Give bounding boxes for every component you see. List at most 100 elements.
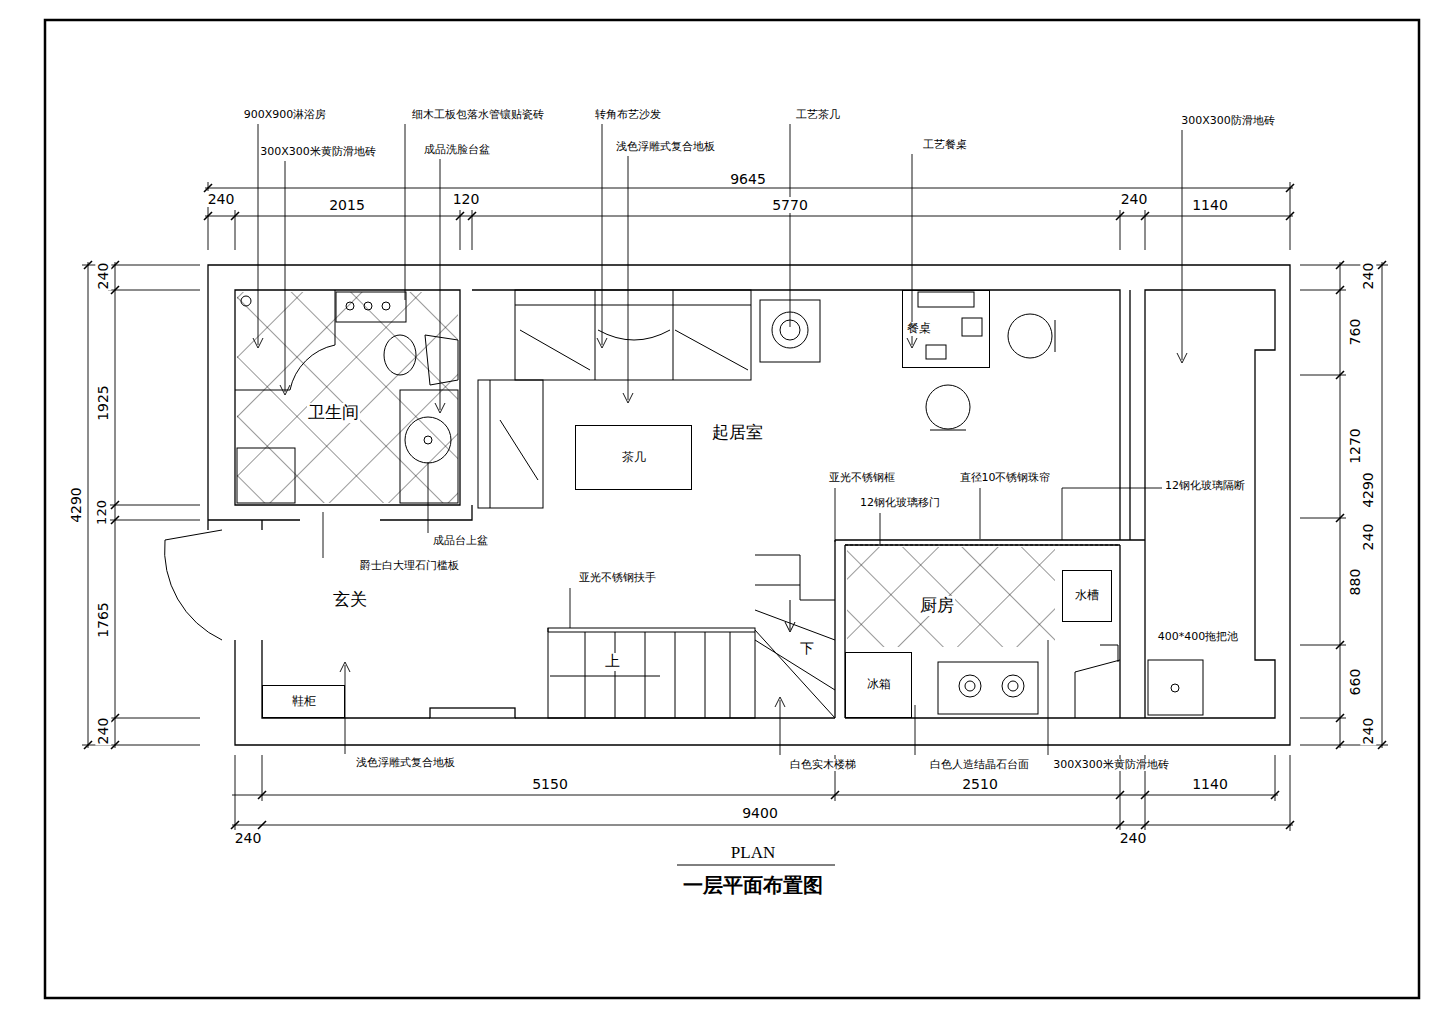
dimension-ticks (84, 184, 1386, 829)
dimension-text: 5770 (771, 197, 809, 213)
annotation-label: 直径10不锈钢珠帘 (959, 472, 1052, 485)
dimension-tick (258, 791, 266, 799)
dimension-tick (111, 516, 119, 524)
dimension-tick (1336, 261, 1344, 269)
dimension-text: 240 (1120, 191, 1149, 207)
walls (208, 265, 1290, 745)
furniture-label: 冰箱 (867, 678, 891, 691)
kitchen-fixtures (845, 545, 1120, 718)
fridge-box: 冰箱 (845, 652, 912, 718)
dimension-tick (1286, 184, 1294, 192)
dimension-text: 120 (95, 499, 110, 526)
stairs (548, 555, 835, 718)
mop-sink (1148, 660, 1203, 715)
dimension-tick (468, 212, 476, 220)
annotation-label: 爵士白大理石门槛板 (359, 560, 460, 573)
room-name: 厨房 (919, 596, 955, 616)
dimension-tick (1141, 821, 1149, 829)
annotation-label: 白色实木楼梯 (789, 759, 857, 772)
dimension-tick (111, 286, 119, 294)
dimension-tick (231, 821, 239, 829)
dimension-tick (111, 714, 119, 722)
entry-door (165, 530, 222, 640)
drawing-title: 一层平面布置图 (682, 874, 824, 897)
dimension-tick (1286, 212, 1294, 220)
table-box: 餐桌 (902, 290, 990, 368)
sheet-frame (45, 20, 1419, 998)
sink-box: 水槽 (1062, 570, 1112, 622)
mop-drain (1171, 684, 1179, 692)
dimension-tick (1336, 741, 1344, 749)
dimension-tick (456, 212, 464, 220)
annotation-label: 亚光不锈钢框 (828, 472, 896, 485)
room-name: 玄关 (332, 590, 368, 610)
dimension-text: 240 (234, 830, 263, 846)
annotation-label: 白色人造结晶石台面 (929, 759, 1030, 772)
dimension-text: 2510 (961, 776, 999, 792)
dimension-text: 1140 (1191, 197, 1229, 213)
dimension-tick (84, 261, 92, 269)
annotation-label: PLAN (730, 843, 776, 863)
annotation-label: 400*400拖把池 (1157, 631, 1240, 644)
dimension-text: 1925 (95, 384, 111, 422)
dimension-tick (1336, 641, 1344, 649)
annotation-label: 300X300米黄防滑地砖 (259, 146, 377, 159)
room-name: 起居室 (711, 423, 764, 443)
dimension-tick (111, 501, 119, 509)
shoe-cabinet-box: 鞋柜 (262, 685, 345, 718)
dimension-text: 240 (95, 717, 111, 746)
dimension-tick (831, 791, 839, 799)
room-name: 卫生间 (307, 403, 360, 423)
annotation-label: 浅色浮雕式复合地板 (615, 141, 716, 154)
furniture-label: 茶几 (622, 451, 646, 464)
annotation-label: 成品洗脸台盆 (423, 144, 491, 157)
annotation-label: 900X900淋浴房 (243, 109, 328, 122)
dimension-text: 2015 (328, 197, 366, 213)
dimension-tick (1336, 286, 1344, 294)
dimension-tick (231, 212, 239, 220)
dimension-text: 9400 (741, 805, 779, 821)
kitchen-tiles (847, 547, 1055, 647)
annotation-label: 工艺茶几 (795, 109, 841, 122)
dimension-text: 1765 (95, 601, 111, 639)
dimension-text: 240 (1360, 262, 1376, 291)
dimension-tick (1141, 791, 1149, 799)
dimension-tick (111, 741, 119, 749)
dimension-text: 240 (1119, 830, 1148, 846)
dimension-text: 9645 (729, 171, 767, 187)
annotation-label: 12钢化玻璃隔断 (1164, 480, 1246, 493)
annotation-label: 浅色浮雕式复合地板 (355, 757, 456, 770)
dimension-tick (1141, 212, 1149, 220)
annotation-label: 亚光不锈钢扶手 (578, 572, 657, 585)
dimension-tick (111, 261, 119, 269)
dimension-tick (1116, 821, 1124, 829)
dimension-tick (1116, 791, 1124, 799)
bath-fixtures (235, 290, 458, 503)
dimension-tick (1336, 714, 1344, 722)
leader-lines (253, 124, 1187, 865)
bath-tiles (237, 292, 458, 503)
dimension-text: 240 (1360, 523, 1376, 552)
annotation-label: 12钢化玻璃移门 (859, 497, 941, 510)
dimension-text: 760 (1347, 318, 1363, 347)
annotation-label: 转角布艺沙发 (594, 109, 662, 122)
dimension-tick (1378, 261, 1386, 269)
dimension-text: 240 (1360, 717, 1376, 746)
living-furniture (478, 290, 1055, 508)
annotation-label: 300X300防滑地砖 (1180, 115, 1276, 128)
dimension-text: 660 (1347, 668, 1363, 697)
dimension-tick (1286, 821, 1294, 829)
dimension-lines (82, 182, 1388, 831)
annotation-label: 细木工板包落水管镶贴瓷砖 (411, 109, 545, 122)
dimension-text: 120 (452, 191, 481, 207)
dimension-tick (84, 741, 92, 749)
annotation-label: 下 (799, 640, 815, 656)
dimension-tick (1336, 371, 1344, 379)
dimension-text: 4290 (1360, 471, 1376, 509)
dimension-text: 1270 (1347, 427, 1363, 465)
furniture-label: 餐桌 (907, 322, 931, 335)
dimension-text: 1140 (1191, 776, 1229, 792)
dimension-tick (1271, 791, 1279, 799)
dimension-text: 4290 (68, 486, 84, 524)
